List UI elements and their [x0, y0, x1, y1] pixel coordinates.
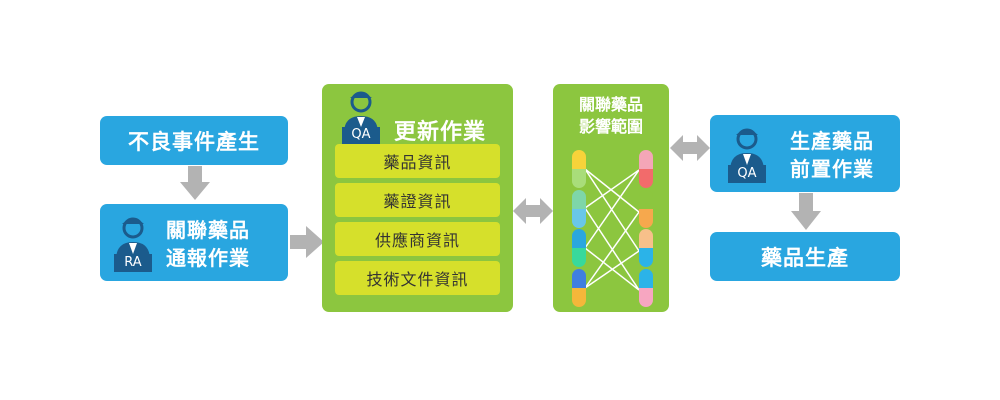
- scope-line2: 影響範圍: [578, 117, 643, 136]
- arrow-down-icon: [180, 166, 210, 200]
- update-title: 更新作業: [394, 120, 487, 145]
- ra-report-line1: 關聯藥品: [166, 218, 250, 242]
- update-item-tech-doc-info: 技術文件資訊: [335, 261, 500, 295]
- qa-prep-line1: 生產藥品: [790, 129, 874, 153]
- adverse-event-box: 不良事件產生: [100, 116, 288, 165]
- qa-prep-box: QA 生產藥品 前置作業: [710, 115, 900, 192]
- qa-prep-line2: 前置作業: [790, 157, 874, 181]
- arrow-down-icon: [791, 193, 821, 230]
- capsule-icon: [572, 229, 586, 267]
- adverse-event-label: 不良事件產生: [128, 129, 260, 154]
- qa-person-icon: QA: [342, 89, 380, 144]
- connection-lines: [584, 168, 640, 291]
- capsule-icon: [639, 269, 653, 307]
- update-item-license-info: 藥證資訊: [335, 183, 500, 217]
- ra-role-label: RA: [124, 255, 142, 270]
- capsule-icon: [572, 190, 586, 228]
- capsule-icon: [572, 269, 586, 307]
- capsule-icon: [639, 150, 653, 188]
- capsule-icon: [639, 229, 653, 267]
- qa-person-icon: QA: [728, 125, 766, 183]
- update-item-supplier-info: 供應商資訊: [335, 222, 500, 256]
- qa-update-role-label: QA: [351, 127, 371, 142]
- ra-report-box: RA 關聯藥品 通報作業: [100, 204, 288, 281]
- capsule-icon: [572, 150, 586, 188]
- ra-person-icon: RA: [114, 214, 152, 272]
- ra-report-line2: 通報作業: [166, 246, 250, 270]
- double-arrow-icon: [670, 135, 710, 161]
- scope-line1: 關聯藥品: [578, 95, 643, 114]
- capsule-icon: [639, 190, 653, 228]
- production-label: 藥品生產: [761, 245, 849, 270]
- arrow-right-icon: [290, 226, 324, 258]
- double-arrow-icon: [513, 198, 553, 224]
- production-box: 藥品生產: [710, 232, 900, 281]
- qa-prep-role-label: QA: [737, 166, 757, 181]
- update-item-drug-info: 藥品資訊: [335, 144, 500, 178]
